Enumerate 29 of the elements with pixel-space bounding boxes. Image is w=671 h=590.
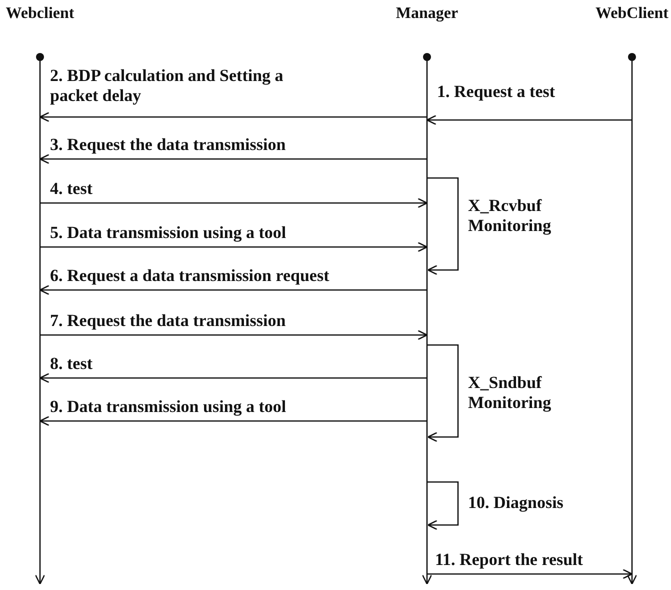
edge-label: 2. BDP calculation and Setting a packet delay: [50, 66, 284, 106]
edge-label: 1. Request a test: [437, 82, 556, 102]
participant-label: Manager: [394, 4, 460, 23]
edge-label: 11. Report the result: [435, 550, 584, 570]
edge-label: 9. Data transmission using a tool: [50, 397, 288, 417]
participant-label: Webclient: [4, 4, 76, 23]
edge-label: 3. Request the data transmission: [50, 135, 287, 155]
edge-label: X_Rcvbuf Monitoring: [468, 196, 552, 236]
edge-label: 6. Request a data transmission request: [50, 266, 330, 286]
message-arrow: [426, 114, 632, 126]
edge-label: 4. test: [50, 179, 94, 199]
edge-label: X_Sndbuf Monitoring: [468, 373, 552, 413]
message-arrow: [40, 242, 428, 252]
message-arrow: [39, 154, 427, 164]
participant-label: WebClient: [594, 4, 670, 23]
message-arrow: [40, 198, 428, 208]
message-arrow: [39, 372, 427, 384]
edge-label: 7. Request the data transmission: [50, 311, 287, 331]
message-arrow: [40, 330, 428, 340]
edge-label: 5. Data transmission using a tool: [50, 223, 288, 243]
message-arrow: [427, 177, 459, 276]
message-arrow: [427, 481, 459, 530]
message-arrow: [39, 284, 427, 296]
edge-label: 8. test: [50, 354, 94, 374]
edge-label: 10. Diagnosis: [468, 493, 564, 513]
message-arrow: [427, 568, 633, 580]
message-arrow: [427, 344, 459, 442]
message-arrow: [39, 112, 427, 122]
message-arrow: [39, 416, 427, 426]
